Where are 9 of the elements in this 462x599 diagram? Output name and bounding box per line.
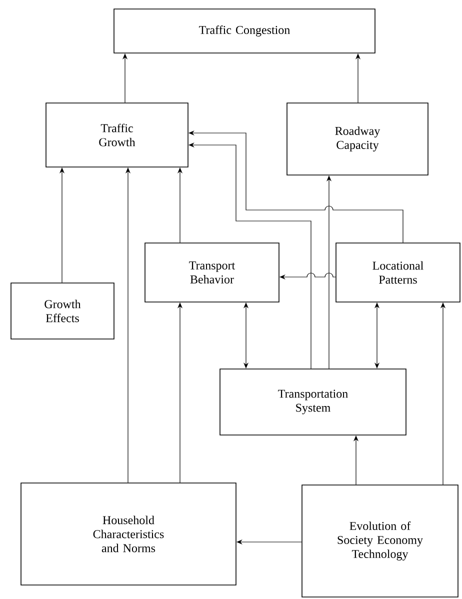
process-box: Locational Patterns [336,242,460,302]
process-box: Household Characteristics and Norms [20,482,236,586]
process-box: Traffic Congestion [114,8,376,54]
process-box: Roadway Capacity [286,102,428,176]
process-box: Evolution of Society Economy Technology [302,484,458,598]
process-box: Transportation System [220,368,406,436]
process-box: Traffic Growth [46,102,188,168]
process-box: Transport Behavior [144,242,280,302]
process-box: Growth Effects [10,282,114,340]
